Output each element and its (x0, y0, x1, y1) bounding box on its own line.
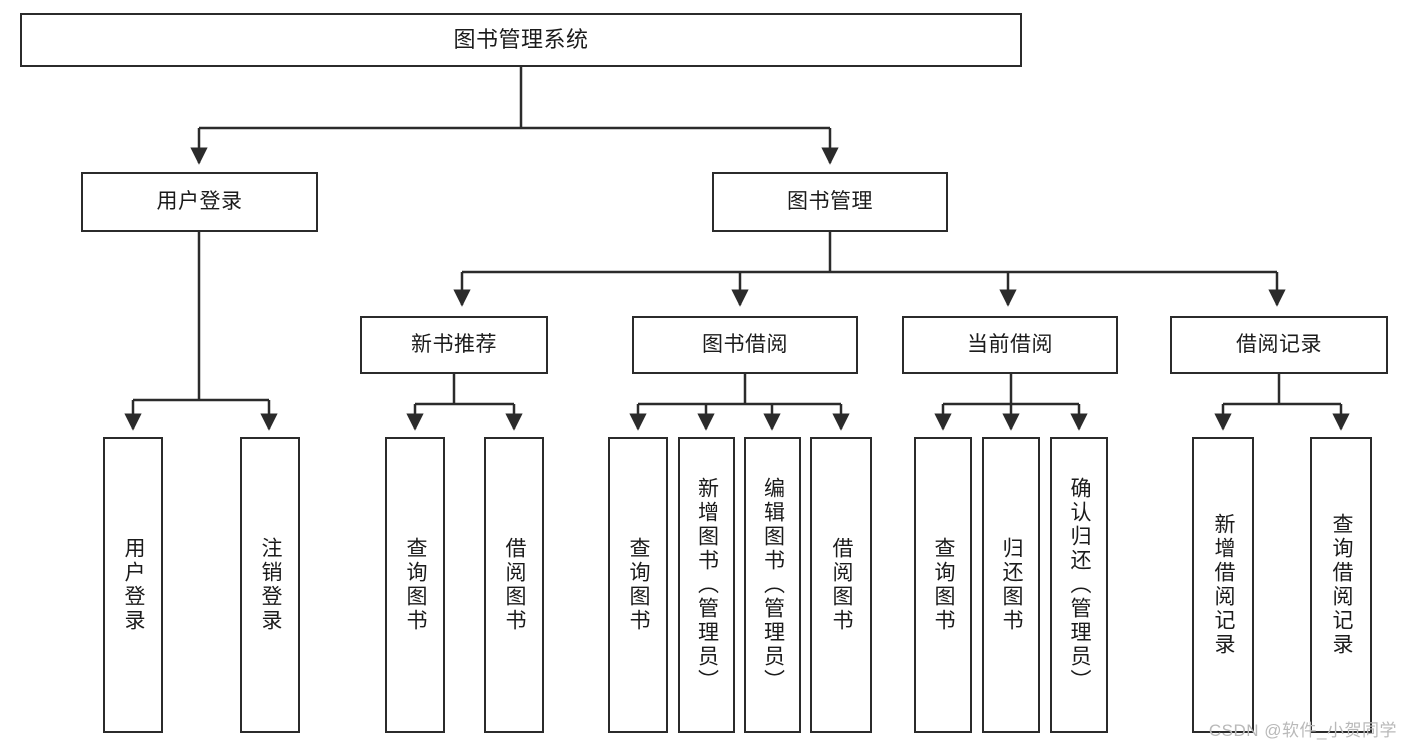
node-current-borrow[interactable]: 当前借阅 (902, 316, 1118, 374)
node-leaf-user-login[interactable]: 用户登录 (103, 437, 163, 733)
node-user-login-label: 用户登录 (156, 190, 243, 214)
node-leaf-borrow-book-bw-label: 借阅图书 (830, 537, 854, 633)
node-borrow-records[interactable]: 借阅记录 (1170, 316, 1388, 374)
node-leaf-edit-book[interactable]: 编辑图书（管理员） (744, 437, 801, 733)
node-leaf-query-book-nb-label: 查询图书 (404, 537, 428, 633)
node-book-borrow[interactable]: 图书借阅 (632, 316, 858, 374)
node-leaf-confirm-return[interactable]: 确认归还（管理员） (1050, 437, 1108, 733)
node-user-login[interactable]: 用户登录 (81, 172, 318, 232)
node-leaf-return-book[interactable]: 归还图书 (982, 437, 1040, 733)
node-leaf-edit-book-label: 编辑图书（管理员） (761, 477, 785, 693)
node-leaf-borrow-book-bw[interactable]: 借阅图书 (810, 437, 872, 733)
node-leaf-query-book-nb[interactable]: 查询图书 (385, 437, 445, 733)
node-leaf-user-login-label: 用户登录 (122, 537, 146, 633)
node-book-management[interactable]: 图书管理 (712, 172, 948, 232)
node-leaf-borrow-book-nb[interactable]: 借阅图书 (484, 437, 544, 733)
node-leaf-query-book-bw-label: 查询图书 (627, 537, 651, 633)
node-new-book-recommend-label: 新书推荐 (411, 333, 497, 357)
node-leaf-add-book-label: 新增图书（管理员） (695, 477, 719, 693)
node-leaf-query-book-cb-label: 查询图书 (932, 537, 956, 633)
node-leaf-query-record-label: 查询借阅记录 (1330, 513, 1354, 657)
node-leaf-borrow-book-nb-label: 借阅图书 (503, 537, 527, 633)
node-leaf-logout[interactable]: 注销登录 (240, 437, 300, 733)
node-leaf-query-book-cb[interactable]: 查询图书 (914, 437, 972, 733)
node-leaf-query-record[interactable]: 查询借阅记录 (1310, 437, 1372, 733)
node-new-book-recommend[interactable]: 新书推荐 (360, 316, 548, 374)
node-root-label: 图书管理系统 (453, 26, 589, 52)
node-root[interactable]: 图书管理系统 (20, 13, 1022, 67)
node-book-management-label: 图书管理 (787, 190, 873, 214)
node-leaf-return-book-label: 归还图书 (1000, 537, 1024, 633)
node-book-borrow-label: 图书借阅 (702, 333, 788, 357)
node-leaf-confirm-return-label: 确认归还（管理员） (1068, 477, 1092, 693)
watermark: CSDN @软件_小贺同学 (1208, 721, 1397, 740)
node-leaf-query-book-bw[interactable]: 查询图书 (608, 437, 668, 733)
node-current-borrow-label: 当前借阅 (967, 333, 1053, 357)
node-leaf-add-book[interactable]: 新增图书（管理员） (678, 437, 735, 733)
node-leaf-add-record[interactable]: 新增借阅记录 (1192, 437, 1254, 733)
node-leaf-logout-label: 注销登录 (259, 537, 283, 633)
node-leaf-add-record-label: 新增借阅记录 (1212, 513, 1236, 657)
node-borrow-records-label: 借阅记录 (1236, 333, 1322, 357)
